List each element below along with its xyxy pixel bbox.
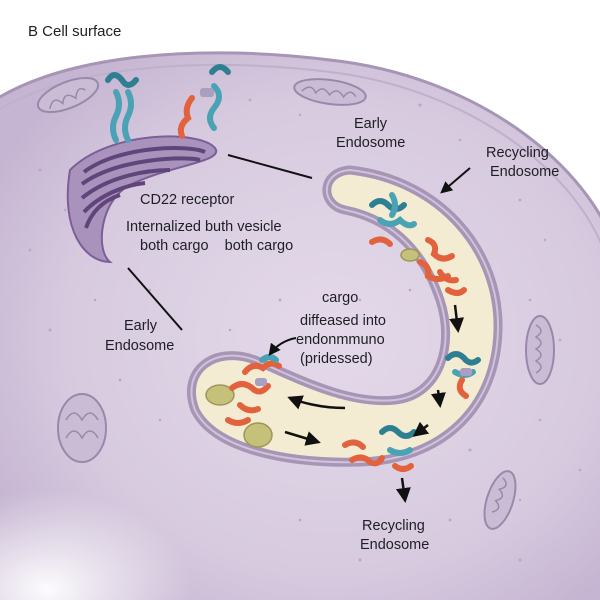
arrow-left-inner xyxy=(287,395,346,410)
label-recycling-endosome-top-line1: Recycling xyxy=(486,145,549,161)
arrow-down-right-2 xyxy=(430,389,446,408)
pointer-early-endosome-left xyxy=(127,267,183,331)
cargo-cluster-top xyxy=(369,192,467,296)
label-early-endosome-left-line2: Endosome xyxy=(105,338,174,354)
mitochondrion-top-left xyxy=(36,77,100,113)
pointer-early-endosome-top xyxy=(227,154,313,179)
arrow-down-bottom xyxy=(395,477,411,503)
mitochondrion-top-right xyxy=(293,78,367,106)
mitochondrion-bottom-left xyxy=(57,393,107,463)
surface-receptor-with-cargo xyxy=(177,64,231,139)
flow-arrows xyxy=(284,304,465,503)
mitochondrion-right xyxy=(525,315,555,385)
arrow-to-recycling xyxy=(412,421,430,437)
label-recycling-endosome-bottom-line1: Recycling xyxy=(362,518,425,534)
diagram-title: B Cell surface xyxy=(28,23,121,40)
cargo-cluster-right xyxy=(445,351,481,399)
label-cd22-receptor: CD22 receptor xyxy=(140,192,234,208)
cargo-cluster-left xyxy=(225,354,282,426)
olive-vesicles xyxy=(205,248,420,448)
surface-receptor-teal xyxy=(105,72,139,143)
arrow-right-bottom xyxy=(284,430,321,446)
label-internalized-line2: both cargo both cargo xyxy=(140,238,293,254)
label-internalized-line1: Internalized buth vesicle xyxy=(126,219,282,235)
cargo-cluster-bottom xyxy=(342,425,417,472)
mitochondrion-bottom-right xyxy=(483,470,517,530)
pointer-lines xyxy=(127,154,471,356)
label-cargo-line1: cargo xyxy=(322,290,358,306)
label-cargo-line3: endonmmuno xyxy=(296,332,385,348)
golgi-vesicle-stack xyxy=(66,135,218,264)
label-early-endosome-top-line2: Endosome xyxy=(336,135,405,151)
label-recycling-endosome-bottom-line2: Endosome xyxy=(360,537,429,553)
pointer-cargo xyxy=(268,337,297,356)
label-recycling-endosome-top-line2: Endosome xyxy=(490,164,559,180)
cytoplasm-speckles xyxy=(28,98,582,562)
label-early-endosome-left-line1: Early xyxy=(124,318,158,334)
label-cargo-line4: (pridessed) xyxy=(300,351,373,367)
label-cargo-line2: diffeased into xyxy=(300,313,386,329)
pointer-recycling-endosome-top xyxy=(440,167,471,194)
arrow-down-right xyxy=(449,304,465,333)
labels: B Cell surface Early Endosome Recycling … xyxy=(28,23,559,553)
label-early-endosome-top-line1: Early xyxy=(354,116,388,132)
